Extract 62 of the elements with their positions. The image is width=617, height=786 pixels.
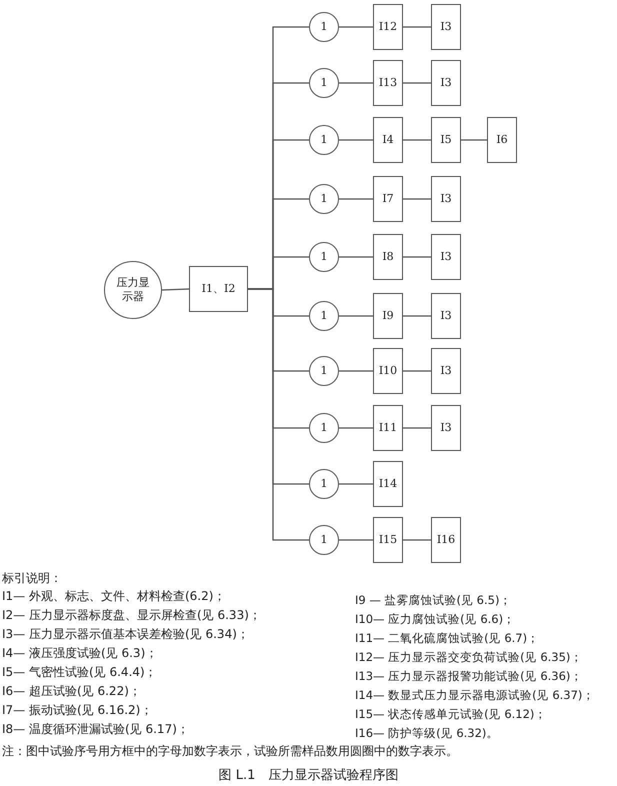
test-box: I3 bbox=[431, 348, 461, 394]
connector-line bbox=[339, 26, 373, 28]
connector-line bbox=[339, 483, 373, 485]
test-box: I3 bbox=[431, 176, 461, 222]
connector-line bbox=[339, 427, 373, 429]
test-box: I14 bbox=[373, 461, 403, 507]
legend-entry: I2— 压力显示器标度盘、显示屏检查(见 6.33)； bbox=[2, 607, 261, 623]
test-box: I3 bbox=[431, 60, 461, 106]
legend-entry: I3— 压力显示器示值基本误差检验(见 6.34)； bbox=[2, 626, 250, 642]
legend-entry: I7— 振动试验(见 6.16.2)； bbox=[2, 702, 154, 718]
test-box: I13 bbox=[373, 60, 403, 106]
legend-entry: I5— 气密性试验(见 6.4.4)； bbox=[2, 664, 158, 680]
test-box: I12 bbox=[373, 4, 403, 50]
test-box: I3 bbox=[431, 4, 461, 50]
connector-line bbox=[403, 370, 431, 372]
test-box: I8 bbox=[373, 234, 403, 280]
connector-line bbox=[339, 256, 373, 258]
test-box: I6 bbox=[487, 117, 517, 163]
test-box: I1、I2 bbox=[189, 266, 248, 312]
legend-entry: I11— 二氧化硫腐蚀试验(见 6.7)； bbox=[355, 630, 540, 646]
test-box: I5 bbox=[431, 117, 461, 163]
legend-entry: I8— 温度循环泄漏试验(见 6.17)； bbox=[2, 721, 190, 737]
legend-entry: I15— 状态传感单元试验(见 6.12)； bbox=[355, 706, 548, 722]
legend-entry: I14— 数显式压力显示器电源试验(见 6.37)； bbox=[355, 687, 594, 703]
legend-entry: I4— 液压强度试验(见 6.3)； bbox=[2, 645, 158, 661]
connector-line bbox=[162, 288, 190, 291]
legend-entry: I16— 防护等级(见 6.32)。 bbox=[355, 725, 500, 741]
test-box: I10 bbox=[373, 348, 403, 394]
test-box: I16 bbox=[431, 517, 461, 563]
connector-line bbox=[339, 82, 373, 84]
connector-line bbox=[403, 139, 431, 141]
connector-line bbox=[339, 198, 373, 200]
connector-line bbox=[339, 370, 373, 372]
connector-line bbox=[403, 82, 431, 84]
legend-heading: 标引说明： bbox=[2, 570, 62, 587]
connector-line bbox=[339, 539, 373, 541]
connector-line bbox=[461, 139, 487, 141]
connector-line bbox=[403, 26, 431, 28]
connector-line bbox=[403, 315, 431, 317]
test-box: I4 bbox=[373, 117, 403, 163]
connector-line bbox=[403, 256, 431, 258]
connector-line bbox=[403, 427, 431, 429]
connector-line bbox=[339, 139, 373, 141]
connector-line bbox=[248, 288, 309, 541]
legend-entry: I9 — 盐雾腐蚀试验(见 6.5)； bbox=[355, 592, 512, 608]
connector-line bbox=[403, 198, 431, 200]
test-box: I9 bbox=[373, 293, 403, 339]
connector-line bbox=[403, 539, 431, 541]
legend-entry: I1— 外观、标志、文件、材料检查(6.2)； bbox=[2, 588, 226, 604]
legend-entry: I10— 应力腐蚀试验(见 6.6)； bbox=[355, 611, 516, 627]
test-box: I11 bbox=[373, 405, 403, 451]
test-box: I3 bbox=[431, 293, 461, 339]
test-box: I15 bbox=[373, 517, 403, 563]
legend-entry: I12— 压力显示器交变负荷试验(见 6.35)； bbox=[355, 649, 584, 665]
figure-caption: 图 L.1 压力显示器试验程序图 bbox=[218, 767, 400, 785]
legend-entry: I13— 压力显示器报警功能试验(见 6.36)； bbox=[355, 668, 584, 684]
note-text: 注：图中试验序号用方框中的字母加数字表示，试验所需样品数用圆圈中的数字表示。 bbox=[2, 743, 458, 760]
legend-entry: I6— 超压试验(见 6.22)； bbox=[2, 683, 142, 699]
test-box: I3 bbox=[431, 405, 461, 451]
test-box: I3 bbox=[431, 234, 461, 280]
test-box: I7 bbox=[373, 176, 403, 222]
connector-line bbox=[339, 315, 373, 317]
